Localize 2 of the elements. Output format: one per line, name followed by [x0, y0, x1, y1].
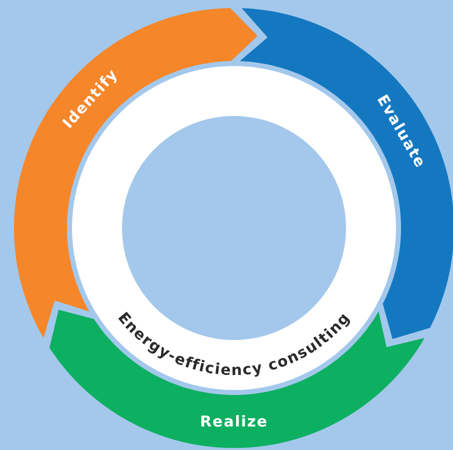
stage-segment — [50, 310, 424, 448]
stage-label: Realize — [200, 412, 268, 430]
